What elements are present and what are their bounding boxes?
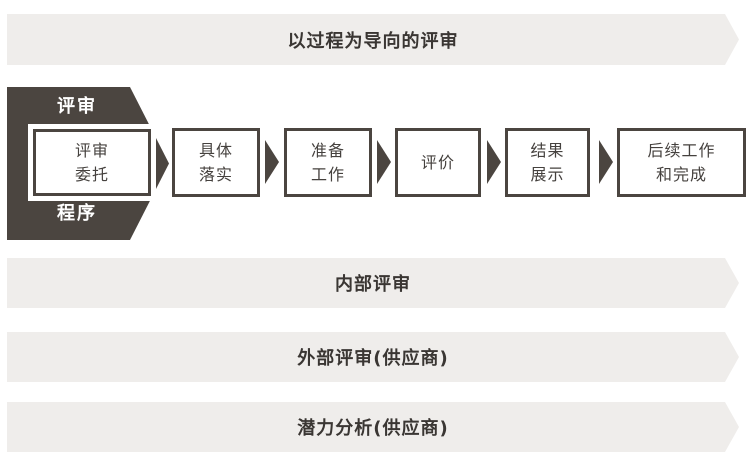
step-concrete-implementation: 具体 落实 — [172, 128, 260, 197]
banner-external-review-supplier: 外部评审(供应商) — [7, 332, 739, 382]
step-preparation-work: 准备 工作 — [284, 128, 372, 197]
banner-internal-review: 内部评审 — [7, 258, 739, 308]
arrow-right-icon — [265, 140, 279, 184]
arrow-right-icon — [599, 140, 613, 184]
banner-external-review-supplier-label: 外部评审(供应商) — [297, 348, 449, 369]
step-results-presentation: 结果 展示 — [505, 128, 590, 197]
banner-internal-review-label: 内部评审 — [335, 274, 411, 295]
banner-process-oriented-review-label: 以过程为导向的评审 — [287, 30, 459, 52]
step-followup-and-completion: 后续工作 和完成 — [617, 128, 746, 197]
banner-process-oriented-review: 以过程为导向的评审 — [7, 14, 739, 65]
track-label-review: 评审 — [57, 96, 97, 117]
arrow-right-icon — [487, 140, 501, 184]
step-evaluation: 评价 — [395, 128, 481, 197]
arrow-right-icon — [377, 140, 391, 184]
step-review-commission: 评审 委托 — [33, 129, 151, 196]
banner-potential-analysis-supplier-label: 潜力分析(供应商) — [297, 418, 449, 439]
banner-potential-analysis-supplier: 潜力分析(供应商) — [7, 402, 739, 452]
track-label-procedure: 程序 — [57, 203, 97, 224]
